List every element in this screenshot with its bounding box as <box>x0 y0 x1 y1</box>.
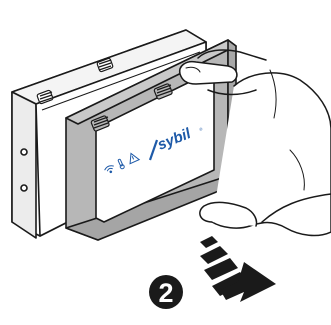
side-screw-bottom <box>21 185 27 191</box>
arrow-stripe-1 <box>200 236 218 248</box>
pull-arrow <box>200 236 276 302</box>
step-badge: 2 <box>149 275 183 309</box>
side-screw-top <box>21 149 27 155</box>
step-number: 2 <box>158 278 173 308</box>
